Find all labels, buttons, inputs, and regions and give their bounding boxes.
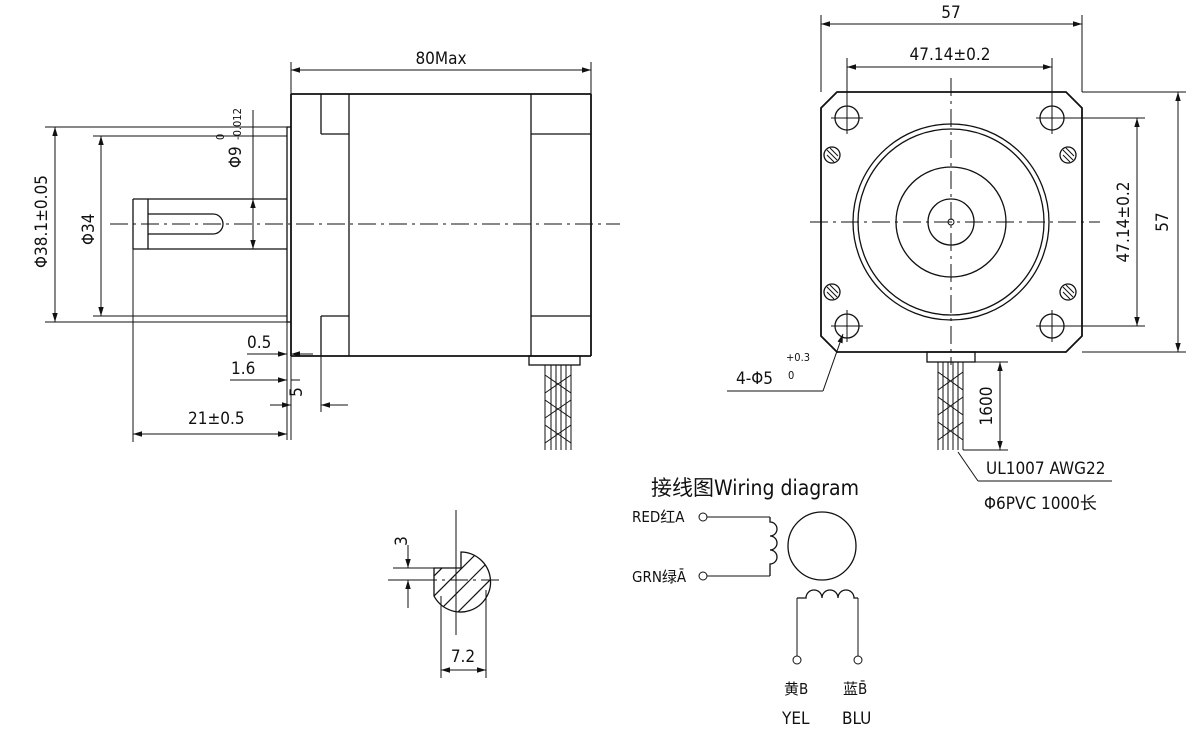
dim-hole-spacing-v-label: 47.14±0.2 bbox=[1114, 182, 1134, 263]
dim-hole-spacing-h: 47.14±0.2 bbox=[846, 45, 1053, 106]
dim-hole-spacing-v: 47.14±0.2 bbox=[1064, 117, 1145, 327]
wire-blu-cn-label: 蓝B̄ bbox=[843, 679, 867, 698]
dim-shaft-tol-lower: -0.012 bbox=[231, 108, 244, 140]
dim-80max: 80Max bbox=[290, 49, 592, 94]
dim-57-right-label: 57 bbox=[1153, 212, 1173, 231]
coil-b bbox=[797, 589, 858, 599]
dim-21-label: 21±0.5 bbox=[188, 409, 245, 429]
rotor-symbol bbox=[787, 511, 857, 581]
dim-57-right: 57 bbox=[1082, 91, 1186, 353]
wiring-title: 接线图Wiring diagram bbox=[651, 476, 859, 500]
front-view: 57 47.14±0.2 47.14±0.2 57 4-Φ5 +0 bbox=[727, 3, 1186, 514]
dim-5-label: 5 bbox=[287, 387, 307, 397]
housing-screws bbox=[823, 146, 1077, 301]
dim-57-top: 57 bbox=[820, 3, 1083, 92]
wiring-diagram: 接线图Wiring diagram RED红A GRN绿Ā 黄B 蓝B̄ YEL… bbox=[632, 476, 871, 729]
front-flange bbox=[820, 91, 1083, 353]
dim-1-6-label: 1.6 bbox=[231, 359, 255, 379]
wire-blu-en-label: BLU bbox=[842, 709, 871, 729]
cable-spec-line-2: Φ6PVC 1000长 bbox=[984, 494, 1097, 514]
dim-shaft-diameter: Φ9 0 -0.012 bbox=[214, 108, 256, 249]
dim-57-top-label: 57 bbox=[941, 3, 960, 23]
shaft-section-outline bbox=[433, 551, 492, 613]
dim-holes-tol-upper: +0.3 bbox=[786, 351, 810, 364]
dim-pilot-label: Φ38.1±0.05 bbox=[32, 175, 52, 268]
dim-lead-length-label: 1600 bbox=[977, 387, 997, 426]
dim-21: 21±0.5 bbox=[132, 249, 287, 442]
dim-3-label: 3 bbox=[392, 536, 412, 546]
dim-shaft-tol-upper: 0 bbox=[214, 134, 227, 140]
dim-pilot-diameter: Φ38.1±0.05 bbox=[32, 126, 287, 323]
dim-hole-spacing-h-label: 47.14±0.2 bbox=[910, 45, 991, 65]
motor-body bbox=[290, 93, 592, 357]
wire-grn-label: GRN绿Ā bbox=[632, 568, 687, 586]
dim-holes-callout: 4-Φ5 +0.3 0 bbox=[727, 333, 844, 392]
cable-spec-callout: UL1007 AWG22 Φ6PVC 1000长 bbox=[957, 451, 1112, 514]
dim-80max-label: 80Max bbox=[415, 49, 466, 69]
wire-yel-en-label: YEL bbox=[781, 709, 810, 729]
wire-yel-cn-label: 黄B bbox=[784, 680, 808, 698]
cable-exit-side bbox=[528, 355, 581, 450]
pilot-flange bbox=[286, 126, 291, 323]
dim-7-2-label: 7.2 bbox=[451, 647, 475, 667]
dim-0-5-label: 0.5 bbox=[247, 333, 271, 353]
dim-shaft-diameter-label: Φ9 bbox=[226, 146, 246, 168]
dim-holes-tol-lower: 0 bbox=[788, 369, 794, 382]
side-view: 80Max Φ9 0 -0.012 Φ38.1±0.05 Φ34 bbox=[32, 49, 620, 450]
dim-d34-label: Φ34 bbox=[79, 214, 99, 246]
dim-lead-length: 1600 bbox=[963, 361, 1008, 451]
coil-a bbox=[769, 517, 778, 576]
dim-d34: Φ34 bbox=[79, 135, 287, 317]
dim-holes-label: 4-Φ5 bbox=[736, 369, 773, 389]
shaft-section: 3 7.2 bbox=[388, 510, 500, 678]
dim-small-offsets: 0.5 1.6 5 bbox=[230, 322, 348, 440]
cable-exit-front bbox=[926, 351, 976, 450]
wire-red-label: RED红A bbox=[632, 508, 685, 526]
mounting-holes bbox=[831, 102, 1068, 342]
cable-spec-line-1: UL1007 AWG22 bbox=[986, 459, 1105, 479]
